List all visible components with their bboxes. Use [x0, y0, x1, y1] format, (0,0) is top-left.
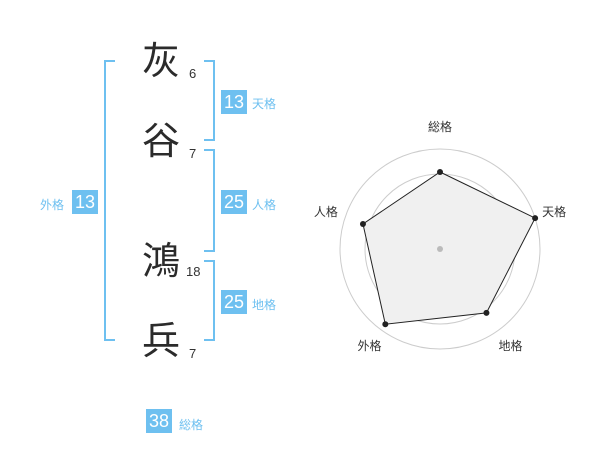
jinkaku-bracket — [204, 149, 215, 252]
radar-point-1 — [437, 169, 443, 175]
stroke-count-3: 18 — [186, 264, 201, 279]
radar-ring-4 — [339, 148, 541, 350]
chikaku-value: 25 — [221, 290, 247, 314]
tenkaku-label: 天格 — [252, 97, 277, 111]
radar-axis-label-4: 外格 — [357, 338, 381, 353]
name-char-3: 鴻 — [141, 239, 180, 283]
name-char-1: 灰 — [141, 39, 180, 83]
radar-point-3 — [483, 309, 490, 316]
tenkaku-bracket — [204, 60, 215, 141]
stroke-count-4: 7 — [189, 346, 197, 361]
radar-axis-label-5: 人格 — [314, 204, 338, 219]
stroke-count-1: 6 — [189, 66, 197, 81]
radar-series-polygon — [362, 171, 536, 325]
name-char-2: 谷 — [141, 119, 180, 163]
radar-point-5 — [359, 220, 366, 227]
jinkaku-value: 25 — [221, 190, 247, 214]
radar-point-4 — [382, 321, 389, 328]
gaikaku-value: 13 — [72, 190, 98, 214]
gaikaku-bracket — [104, 60, 115, 341]
tenkaku-value: 13 — [221, 90, 247, 114]
radar-point-2 — [532, 215, 539, 222]
gaikaku-label: 外格 — [40, 198, 65, 212]
chikaku-bracket — [204, 260, 215, 341]
radar-axis-label-2: 天格 — [542, 204, 566, 219]
radar-axis-label-1: 総格 — [428, 119, 452, 134]
radar-center-dot — [437, 246, 443, 252]
chikaku-label: 地格 — [252, 298, 277, 312]
name-char-4: 兵 — [141, 319, 180, 363]
soukaku-value: 38 — [146, 409, 172, 433]
jinkaku-label: 人格 — [252, 198, 277, 212]
soukaku-label: 総格 — [179, 418, 204, 432]
radar-axis-label-3: 地格 — [499, 338, 523, 353]
stroke-count-2: 7 — [189, 146, 197, 161]
